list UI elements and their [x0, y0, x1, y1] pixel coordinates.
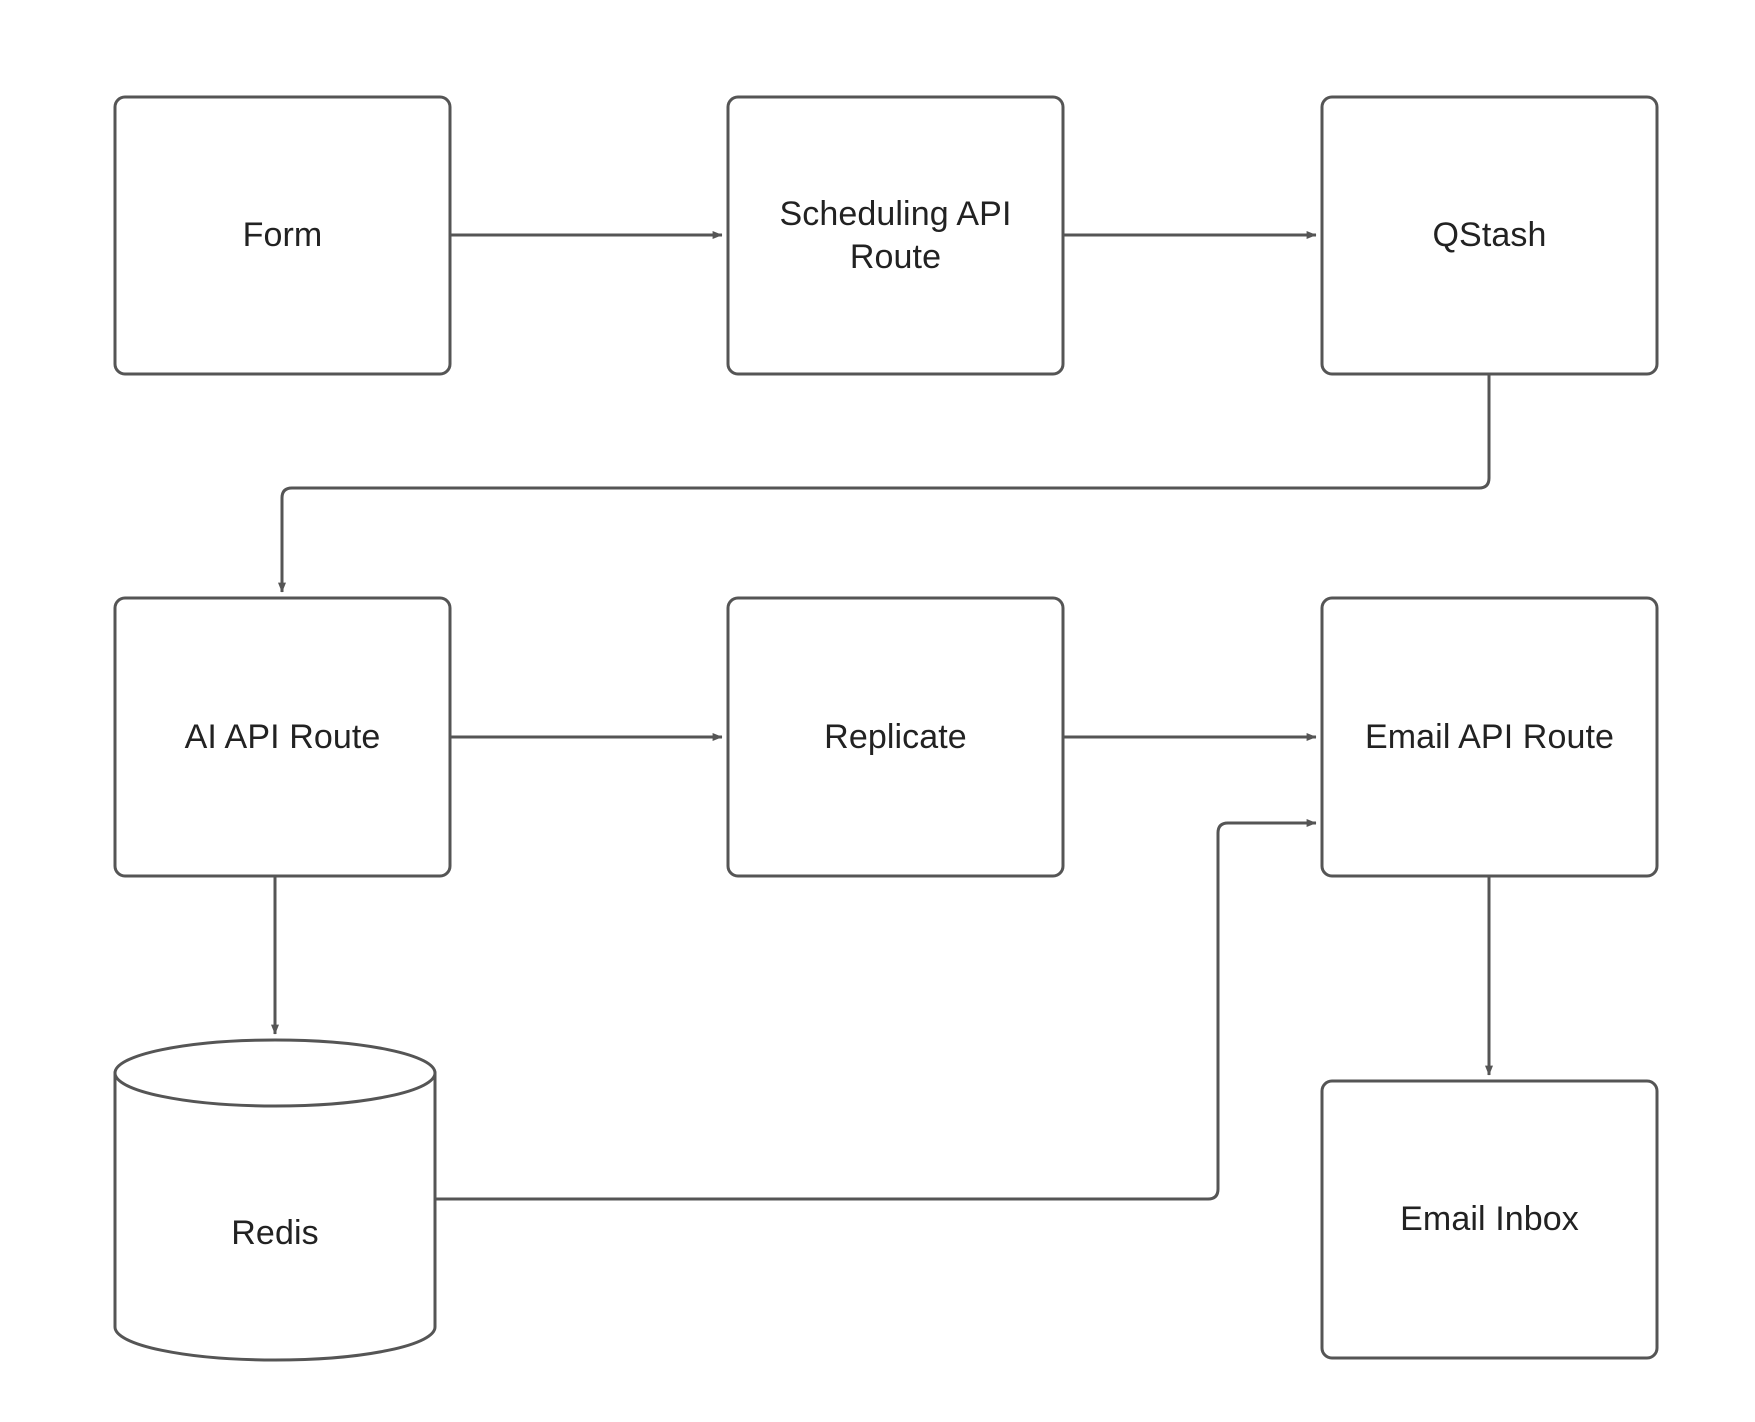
edge-qstash-to-ai-api-route: [278, 374, 1491, 593]
node-ai-api-route[interactable]: [113, 596, 452, 878]
node-replicate[interactable]: [726, 596, 1065, 878]
node-email-inbox[interactable]: [1320, 1079, 1659, 1360]
node-qstash[interactable]: [1320, 95, 1659, 376]
edge-redis-to-email-api-route: [435, 819, 1317, 1201]
node-scheduling-api-route[interactable]: [726, 95, 1065, 376]
node-form[interactable]: [113, 95, 452, 376]
node-redis[interactable]: [113, 1038, 437, 1362]
node-email-api-route[interactable]: [1320, 596, 1659, 878]
